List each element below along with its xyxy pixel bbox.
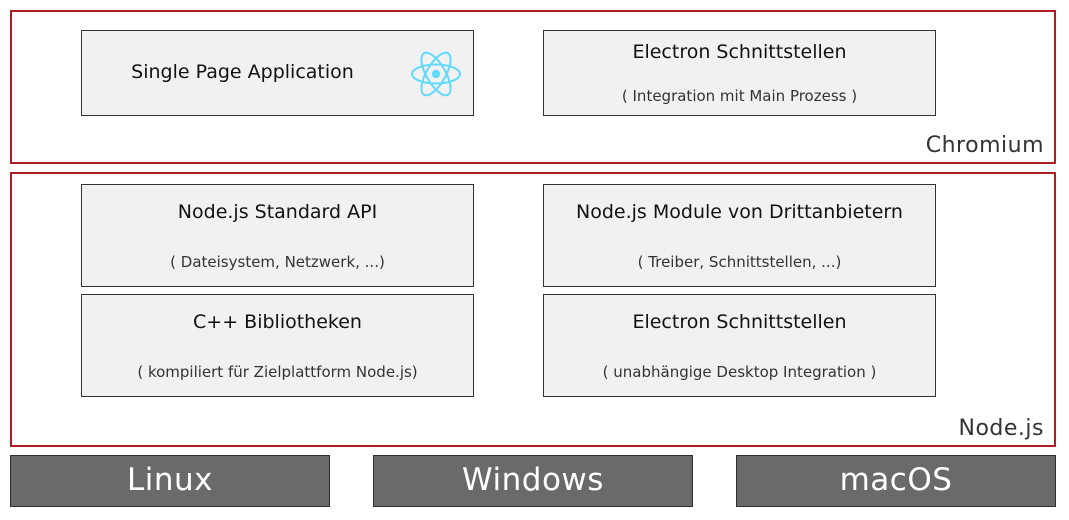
os-macos-box: macOS [736,455,1056,507]
os-linux-box: Linux [10,455,330,507]
cpp-libraries-subtitle: ( kompiliert für Zielplattform Node.js) [137,363,418,381]
electron-interfaces-desktop-box: Electron Schnittstellen ( unabhängige De… [543,294,936,397]
nodejs-third-party-modules-subtitle: ( Treiber, Schnittstellen, ...) [637,253,842,271]
cpp-libraries-title: C++ Bibliotheken [193,311,362,333]
electron-interfaces-desktop-title: Electron Schnittstellen [632,311,847,333]
cpp-libraries-box: C++ Bibliotheken ( kompiliert für Zielpl… [81,294,474,397]
nodejs-layer: Node.js [10,172,1056,447]
nodejs-third-party-modules-title: Node.js Module von Drittanbietern [576,201,903,223]
electron-interfaces-renderer-title: Electron Schnittstellen [632,41,847,63]
electron-interfaces-renderer-subtitle: ( Integration mit Main Prozess ) [621,87,858,105]
single-page-application-title: Single Page Application [131,61,354,83]
single-page-application-box: Single Page Application [81,30,474,116]
nodejs-layer-label: Node.js [958,416,1044,441]
chromium-layer: Chromium [10,10,1056,164]
react-icon [411,51,461,97]
nodejs-standard-api-box: Node.js Standard API ( Dateisystem, Netz… [81,184,474,287]
os-windows-box: Windows [373,455,693,507]
nodejs-standard-api-title: Node.js Standard API [177,201,378,223]
electron-interfaces-desktop-subtitle: ( unabhängige Desktop Integration ) [602,363,877,381]
nodejs-standard-api-subtitle: ( Dateisystem, Netzwerk, ...) [170,253,385,271]
electron-interfaces-renderer-box: Electron Schnittstellen ( Integration mi… [543,30,936,116]
nodejs-third-party-modules-box: Node.js Module von Drittanbietern ( Trei… [543,184,936,287]
chromium-layer-label: Chromium [925,133,1044,158]
